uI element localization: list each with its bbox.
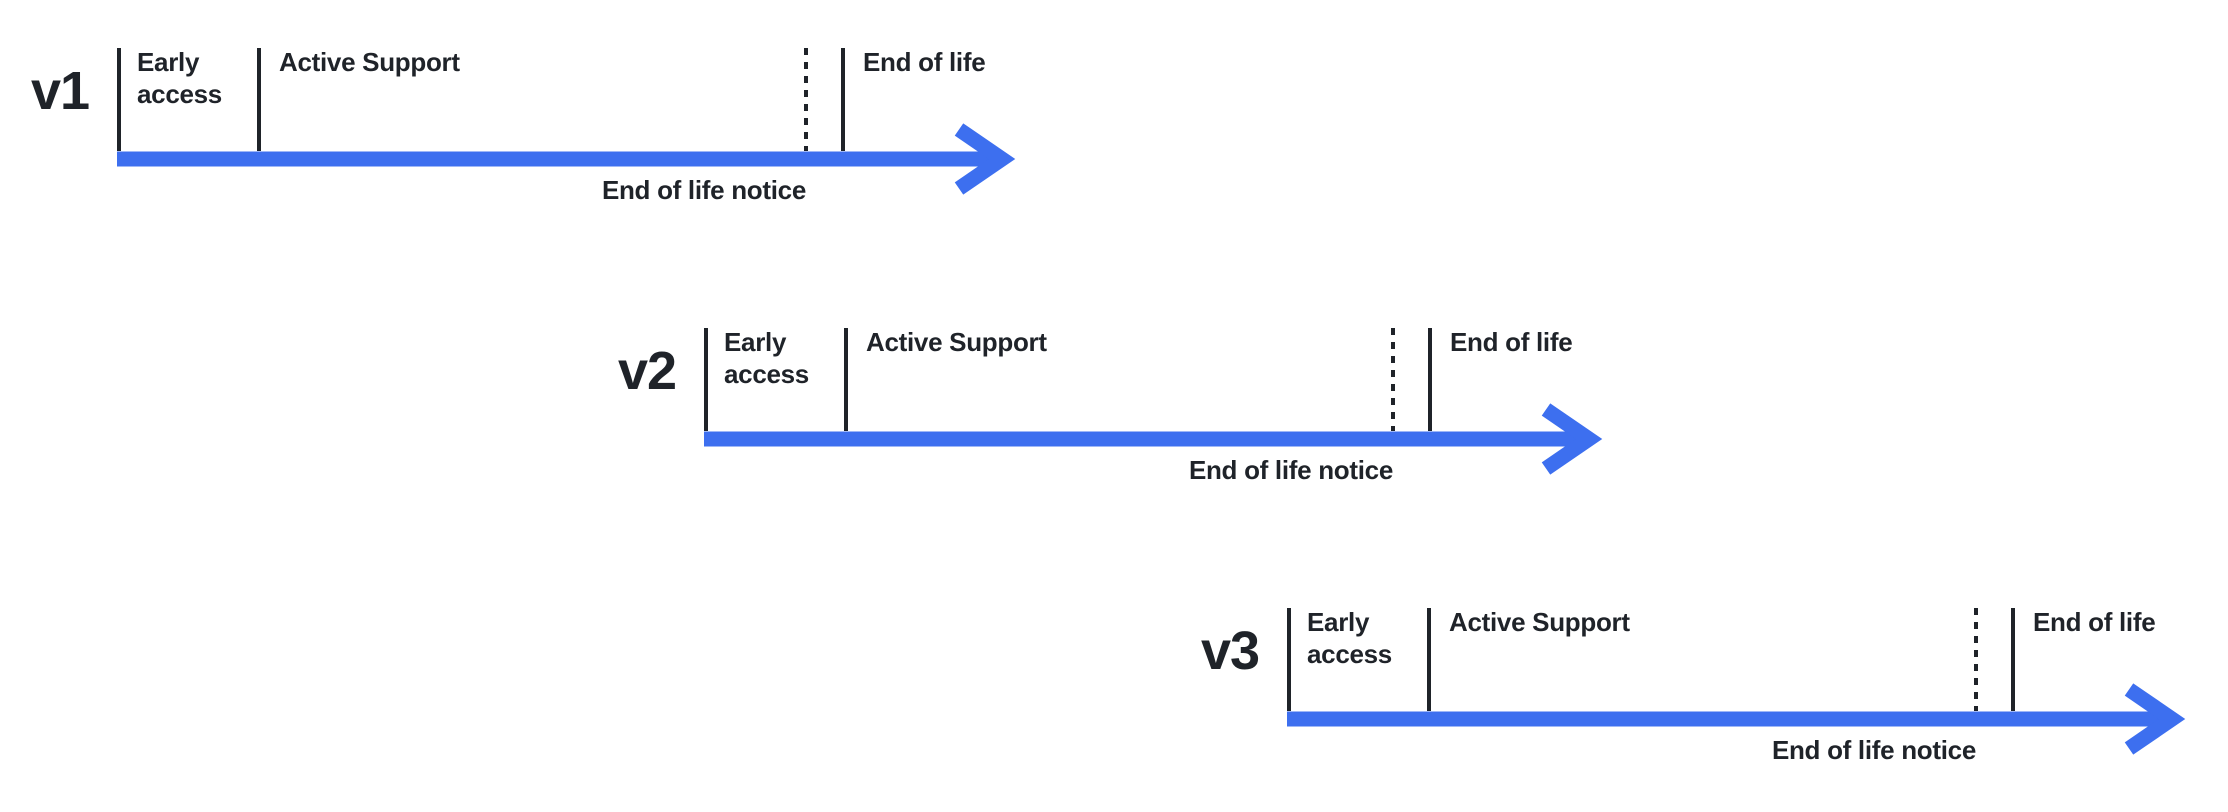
end-of-life-label: End of life — [863, 47, 986, 77]
eol-notice-label: End of life notice — [601, 175, 806, 205]
eol-notice-label: End of life notice — [1771, 735, 1976, 765]
eol-notice-dashed-line — [804, 48, 808, 151]
end-of-life-tick — [1428, 328, 1432, 431]
end-of-life-label: End of life — [2033, 607, 2156, 637]
early-access-label: Early access — [137, 47, 222, 109]
arrow-head-icon — [2124, 683, 2186, 755]
arrow-shaft — [1287, 711, 2163, 727]
early-access-start-tick — [117, 48, 121, 151]
arrow-shaft — [117, 151, 993, 167]
timeline-v2: v2 Early access Active Support End of li… — [604, 327, 1644, 503]
timeline-arrow — [704, 403, 1603, 475]
end-of-life-label: End of life — [1450, 327, 1573, 357]
version-label: v3 — [1201, 621, 1260, 681]
end-of-life-tick — [2011, 608, 2015, 711]
active-support-start-tick — [844, 328, 848, 431]
timeline-arrow — [1287, 683, 2186, 755]
early-access-label: Early access — [1307, 607, 1392, 669]
version-label: v1 — [31, 61, 90, 121]
arrow-shaft — [704, 431, 1580, 447]
eol-notice-dashed-line — [1391, 328, 1395, 431]
active-support-start-tick — [257, 48, 261, 151]
active-support-label: Active Support — [279, 47, 460, 77]
eol-notice-label: End of life notice — [1188, 455, 1393, 485]
timeline-v3: v3 Early access Active Support End of li… — [1187, 607, 2227, 783]
version-label: v2 — [618, 341, 677, 401]
arrow-head-icon — [954, 123, 1016, 195]
active-support-label: Active Support — [866, 327, 1047, 357]
early-access-start-tick — [1287, 608, 1291, 711]
eol-notice-dashed-line — [1974, 608, 1978, 711]
early-access-start-tick — [704, 328, 708, 431]
active-support-start-tick — [1427, 608, 1431, 711]
early-access-label: Early access — [724, 327, 809, 389]
timeline-v1: v1 Early access Active Support End of li… — [17, 47, 1057, 223]
end-of-life-tick — [841, 48, 845, 151]
timeline-arrow — [117, 123, 1016, 195]
active-support-label: Active Support — [1449, 607, 1630, 637]
arrow-head-icon — [1541, 403, 1603, 475]
